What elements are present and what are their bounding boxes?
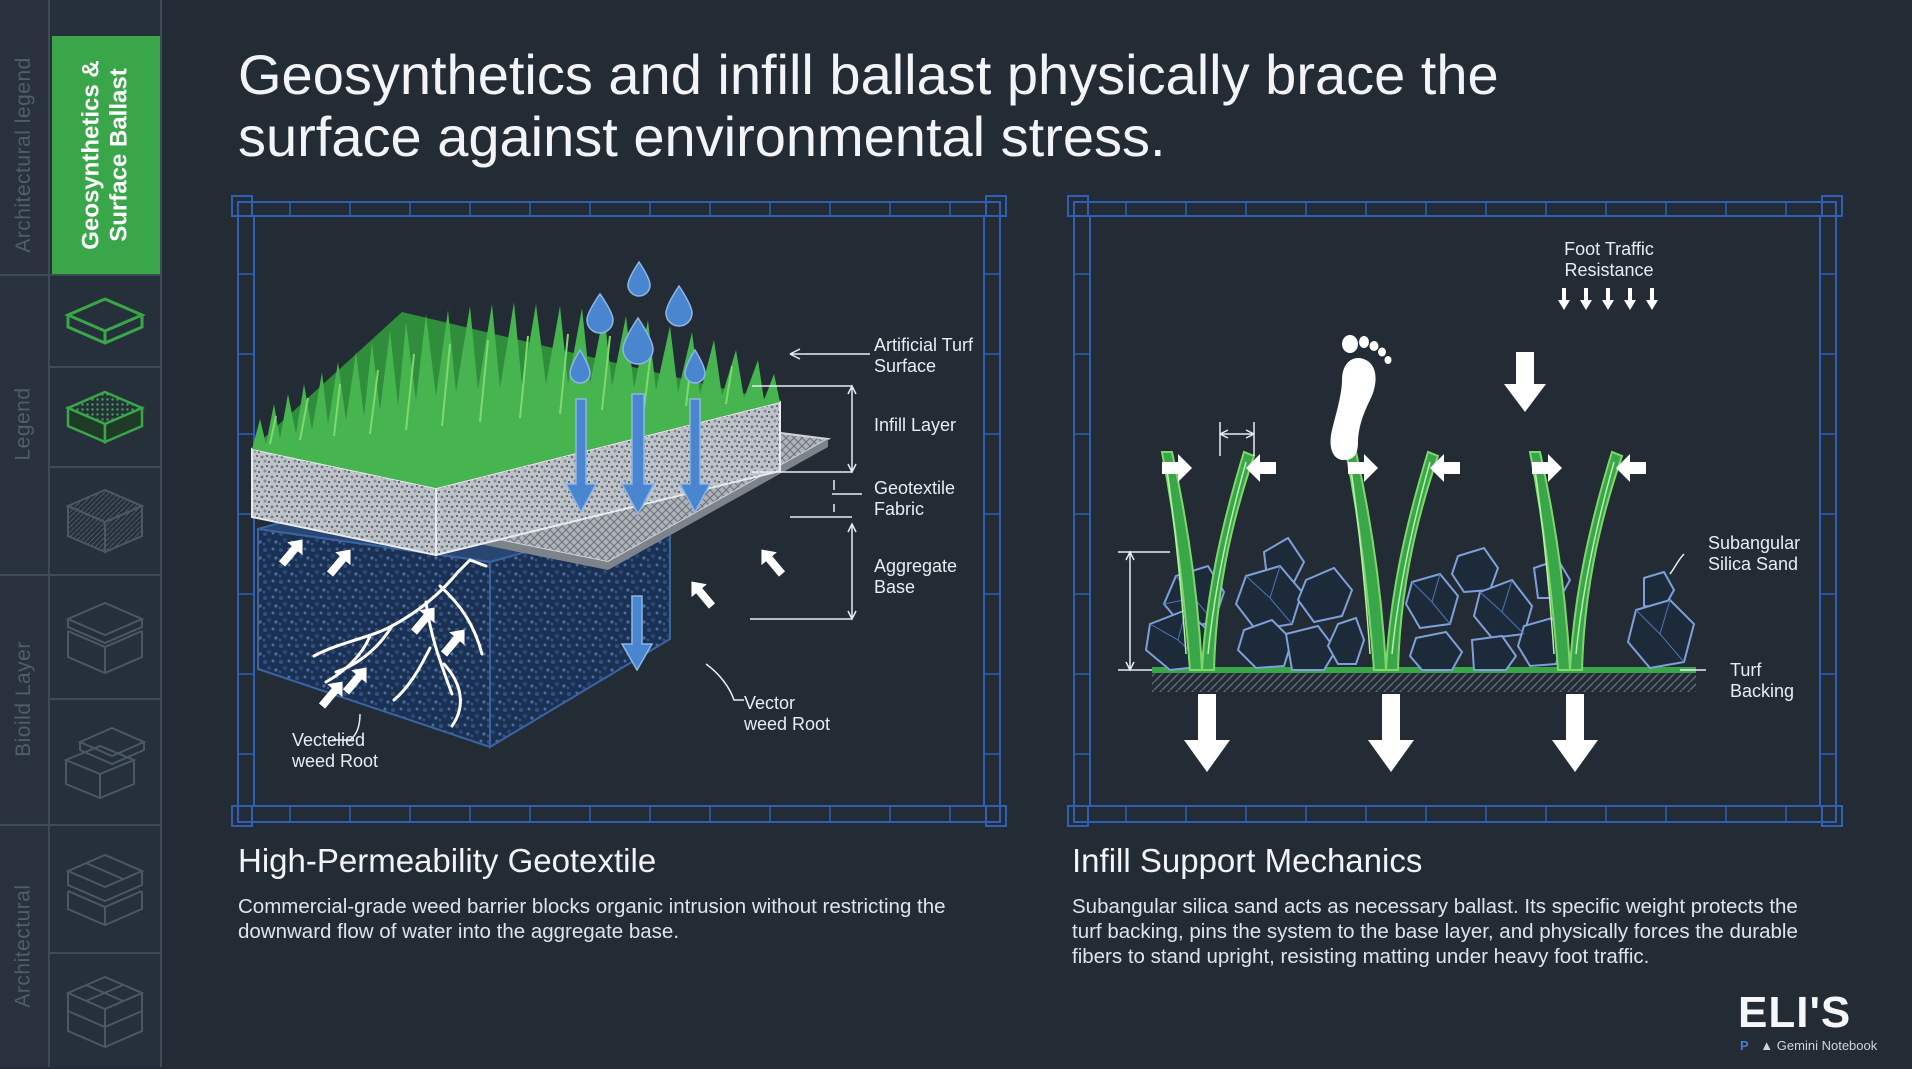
description-line: downward flow of water into the aggregat… <box>238 920 680 943</box>
brand-subtitle: P ▲ Gemini Notebook <box>1740 1038 1877 1053</box>
description-line: turf backing, pins the system to the bas… <box>1072 920 1798 943</box>
notebook-icon: ▲ <box>1760 1038 1774 1053</box>
water-drop-icons <box>569 260 706 384</box>
sidebar-label-architectural-legend[interactable]: Architectural legend <box>0 36 48 274</box>
grid-slab-icon <box>65 975 145 1048</box>
foot-traffic-arrows <box>1504 288 1658 412</box>
infill-height-indicator <box>1118 550 1170 672</box>
sidebar-label-text: Legend <box>12 387 36 461</box>
split-slab-icon <box>65 853 145 927</box>
water-flow-arrows <box>564 393 712 672</box>
solid-slab-icon <box>64 297 146 345</box>
dimension-lines <box>332 348 870 741</box>
sidebar-label-text: Architectural legend <box>12 57 36 253</box>
mesh-slab-icon <box>64 390 146 444</box>
sidebar-label-architectural[interactable]: Architectural <box>0 824 48 1067</box>
sidebar-label-bioild-layer[interactable]: Bioild Layer <box>0 574 48 824</box>
intrusion-arrows <box>278 539 786 709</box>
fiber-width-indicator <box>1219 422 1255 456</box>
downward-load-arrows <box>1184 694 1598 772</box>
page-title: Geosynthetics and infill ballast physica… <box>238 44 1798 168</box>
blueprint-ticks <box>238 202 1000 822</box>
sidebar-label-text: Bioild Layer <box>12 641 36 757</box>
thumb-solid-slab[interactable] <box>50 274 160 368</box>
thumb-hatched-slab[interactable] <box>50 466 160 576</box>
sidebar-label-text: Architectural <box>12 883 35 1008</box>
left-panel-description: Commercial-grade weed barrier blocks org… <box>238 894 1028 944</box>
thumb-layered-slab[interactable] <box>50 574 160 700</box>
stacked-slab-icon <box>63 726 147 800</box>
description-line: Subangular silica sand acts as necessary… <box>1072 895 1798 918</box>
aggregate-base-block <box>257 477 671 749</box>
layered-slab-icon <box>65 601 145 675</box>
divider <box>0 274 48 276</box>
title-line-1: Geosynthetics and infill ballast physica… <box>238 43 1499 106</box>
description-line: fibers to stand upright, resisting matti… <box>1072 945 1650 968</box>
title-line-2: surface against environmental stress. <box>238 105 1166 168</box>
active-tab-line: Geosynthetics & <box>78 60 106 250</box>
left-panel-heading: High-Permeability Geotextile <box>238 842 657 879</box>
right-panel-description: Subangular silica sand acts as necessary… <box>1072 894 1852 969</box>
label-infill-layer: Infill Layer <box>874 415 956 435</box>
hatched-slab-icon <box>65 488 145 554</box>
divider <box>0 574 48 576</box>
sidebar-label-legend[interactable]: Legend <box>0 274 48 574</box>
lateral-compression-arrows <box>1162 454 1646 482</box>
sidebar-label-column: Architectural legend Legend Bioild Layer… <box>0 0 50 1067</box>
brand-subtitle-text: Gemini Notebook <box>1776 1038 1878 1053</box>
silica-sand-rocks <box>1144 536 1696 672</box>
sidebar: Architectural legend Legend Bioild Layer… <box>0 0 162 1067</box>
brand-prefix: P <box>1740 1038 1749 1053</box>
thumb-grid-slab[interactable] <box>50 952 160 1069</box>
blueprint-ticks <box>1074 202 1836 822</box>
active-tab-geosynthetics[interactable]: Geosynthetics & Surface Ballast <box>52 36 160 274</box>
fiber-highlights <box>1165 461 1615 655</box>
blueprint-frame <box>1067 195 1843 827</box>
divider <box>0 824 48 826</box>
weed-root-icon <box>312 558 488 728</box>
description-line: Commercial-grade weed barrier blocks org… <box>238 895 946 918</box>
leader-lines <box>1669 553 1706 671</box>
turf-backing-hatch <box>1152 670 1696 692</box>
thumb-split-slab[interactable] <box>50 824 160 954</box>
brand-logo: ELI'S <box>1738 988 1852 1037</box>
right-panel-heading: Infill Support Mechanics <box>1072 842 1423 879</box>
active-tab-line: Surface Ballast <box>106 68 134 242</box>
thumb-stacked-slab[interactable] <box>50 698 160 826</box>
thumb-mesh-slab[interactable] <box>50 366 160 468</box>
footprint-icon <box>1330 335 1392 460</box>
